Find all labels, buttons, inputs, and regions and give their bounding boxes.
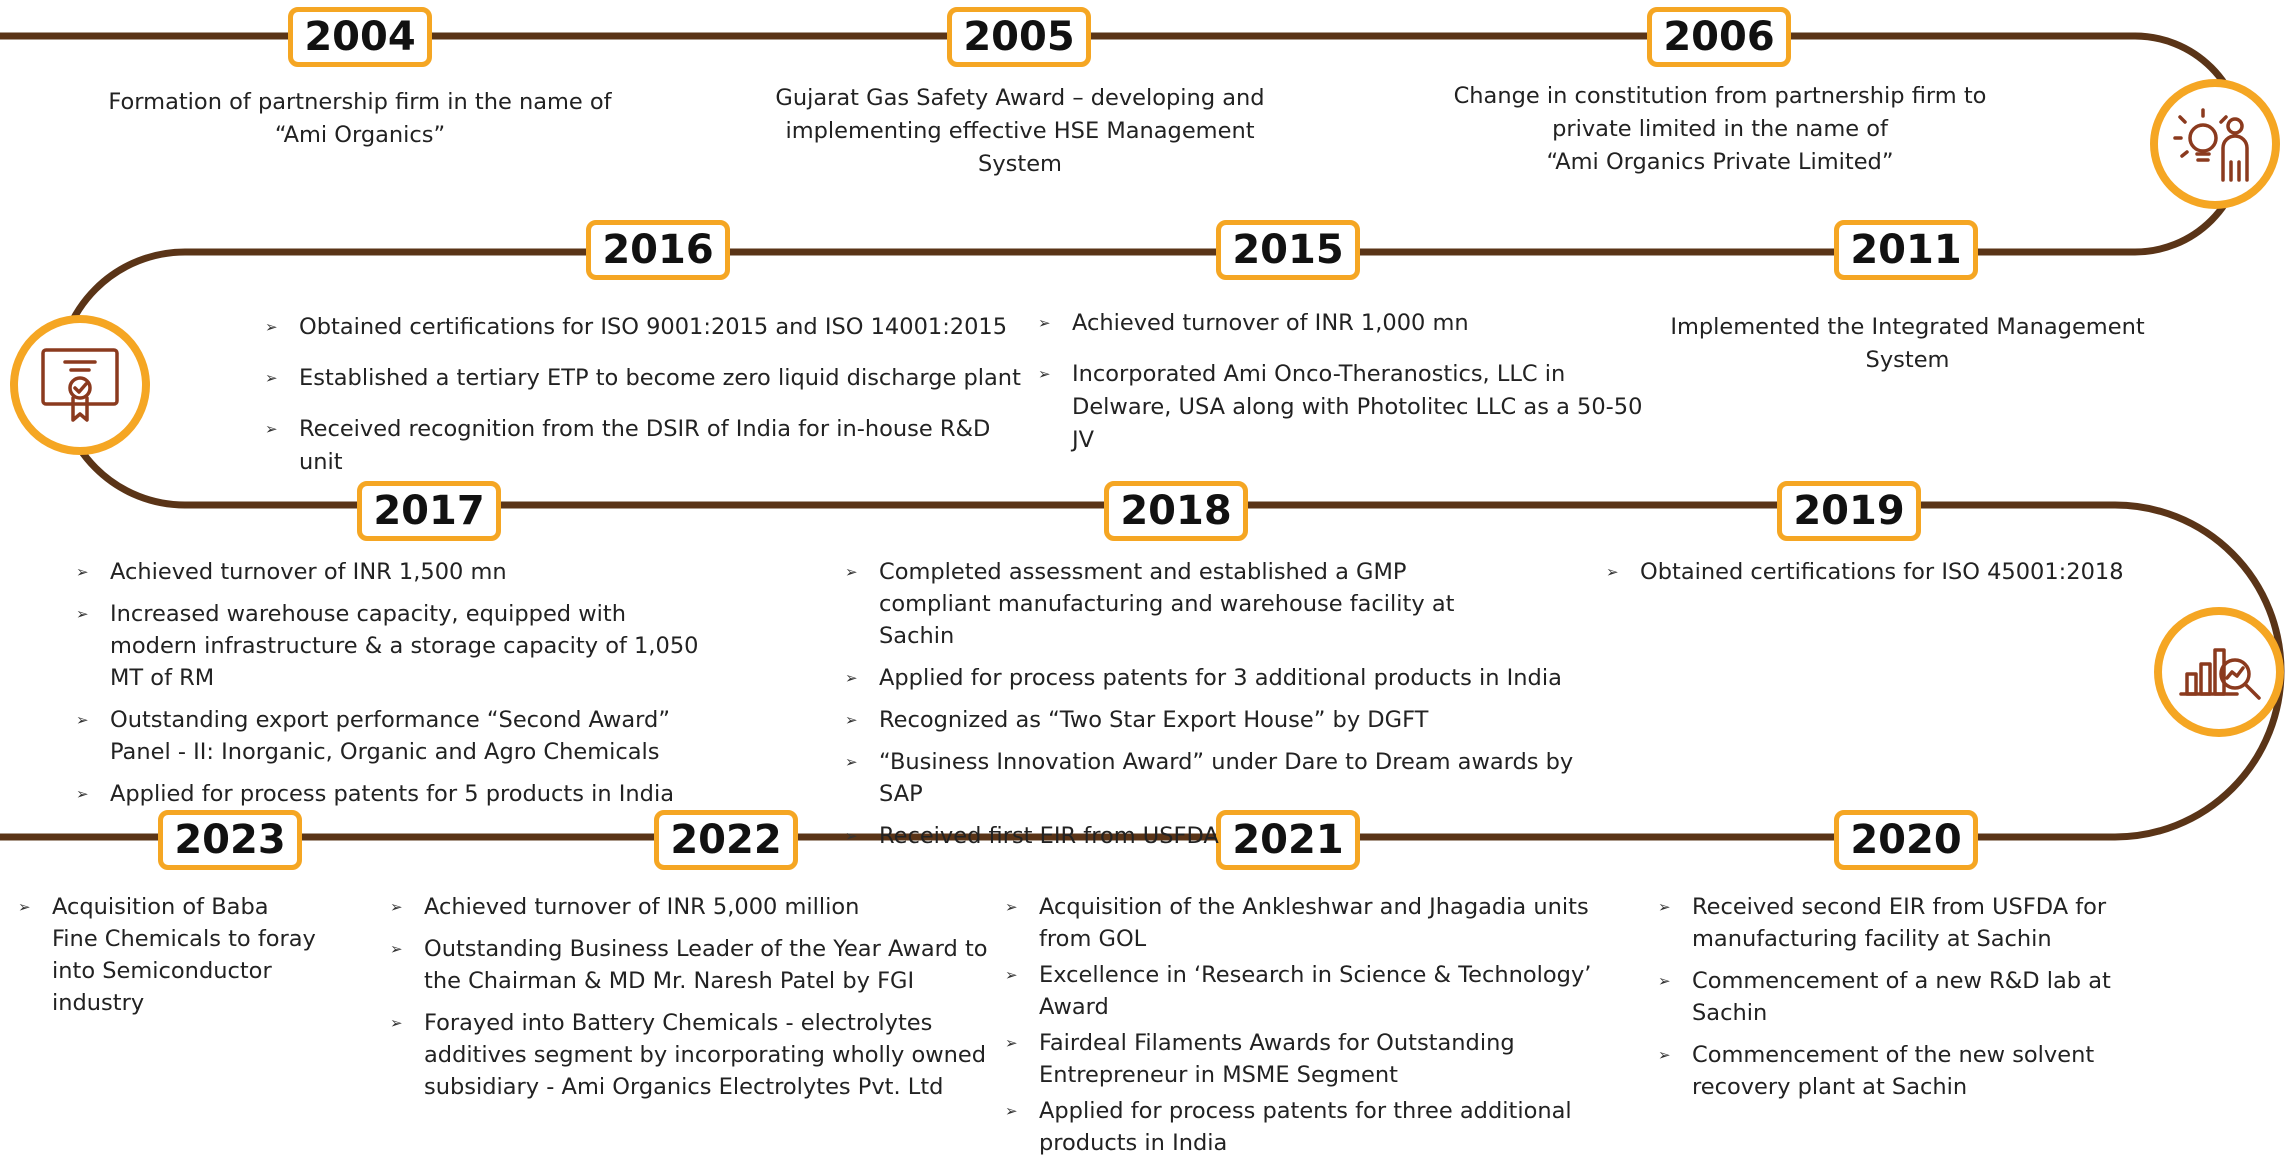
year-badge-2005: 2005 bbox=[947, 7, 1091, 67]
year-badge-2015: 2015 bbox=[1216, 220, 1360, 280]
growth-chart-icon bbox=[2179, 648, 2261, 700]
year-badge-2022: 2022 bbox=[654, 810, 798, 870]
milestone-2018-item: Completed assessment and established a G… bbox=[845, 556, 1600, 652]
milestone-2020-item: Received second EIR from USFDA for manuf… bbox=[1658, 891, 2138, 955]
milestone-2018-item: Recognized as “Two Star Export House” by… bbox=[845, 704, 1600, 736]
milestone-2016-item: Received recognition from the DSIR of In… bbox=[265, 413, 1035, 479]
year-badge-2004: 2004 bbox=[288, 7, 432, 67]
milestone-2021-item: Applied for process patents for three ad… bbox=[1005, 1095, 1645, 1159]
milestone-2016-item: Established a tertiary ETP to become zer… bbox=[265, 362, 1035, 395]
milestone-2017-item: Increased warehouse capacity, equipped w… bbox=[76, 598, 716, 694]
certificate-circle bbox=[10, 315, 150, 455]
milestone-2022-item: Achieved turnover of INR 5,000 million bbox=[390, 891, 990, 923]
idea-person-icon bbox=[2173, 108, 2249, 182]
milestone-2004-line-1: Formation of partnership firm in the nam… bbox=[108, 89, 612, 115]
milestone-2017-item: Applied for process patents for 5 produc… bbox=[76, 778, 716, 810]
milestone-2023: Acquisition of Baba Fine Chemicals to fo… bbox=[18, 891, 318, 1029]
year-badge-2011: 2011 bbox=[1834, 220, 1978, 280]
milestone-2022-item: Forayed into Battery Chemicals - electro… bbox=[390, 1007, 990, 1103]
milestone-2019: Obtained certifications for ISO 45001:20… bbox=[1606, 556, 2151, 599]
year-badge-2006: 2006 bbox=[1647, 7, 1791, 67]
milestone-2015: Achieved turnover of INR 1,000 mn Incorp… bbox=[1038, 307, 1653, 467]
milestone-2021-item: Excellence in ‘Research in Science & Tec… bbox=[1005, 959, 1645, 1023]
year-badge-2017: 2017 bbox=[357, 481, 501, 541]
milestone-2021: Acquisition of the Ankleshwar and Jhagad… bbox=[1005, 891, 1645, 1163]
milestone-2022-item: Outstanding Business Leader of the Year … bbox=[390, 933, 990, 997]
year-badge-2019: 2019 bbox=[1777, 481, 1921, 541]
milestone-2019-item: Obtained certifications for ISO 45001:20… bbox=[1606, 556, 2151, 589]
milestone-2022: Achieved turnover of INR 5,000 million O… bbox=[390, 891, 990, 1113]
milestone-2006-line-2: private limited in the name of bbox=[1552, 116, 1888, 142]
milestone-2018-item: “Business Innovation Award” under Dare t… bbox=[845, 746, 1600, 810]
milestone-2004-line-2: “Ami Organics” bbox=[274, 122, 446, 148]
milestone-2016: Obtained certifications for ISO 9001:201… bbox=[265, 311, 1035, 489]
milestone-2016-item: Obtained certifications for ISO 9001:201… bbox=[265, 311, 1035, 344]
idea-person-circle bbox=[2150, 79, 2280, 209]
milestone-2006-line-1: Change in constitution from partnership … bbox=[1453, 83, 1987, 109]
milestone-2005-line-3: System bbox=[978, 151, 1062, 177]
milestone-2018-item: Received first EIR from USFDA bbox=[845, 820, 1600, 852]
milestone-2021-item: Fairdeal Filaments Awards for Outstandin… bbox=[1005, 1027, 1645, 1091]
certificate-icon bbox=[41, 348, 119, 422]
milestone-2011: Implemented the Integrated Management Sy… bbox=[1630, 311, 2185, 377]
milestone-2020-item: Commencement of the new solvent recovery… bbox=[1658, 1039, 2138, 1103]
milestone-2018-item: Applied for process patents for 3 additi… bbox=[845, 662, 1600, 694]
milestone-2015-item: Achieved turnover of INR 1,000 mn bbox=[1038, 307, 1653, 340]
milestone-2021-item: Acquisition of the Ankleshwar and Jhagad… bbox=[1005, 891, 1645, 955]
milestone-2020: Received second EIR from USFDA for manuf… bbox=[1658, 891, 2138, 1113]
milestone-2018: Completed assessment and established a G… bbox=[845, 556, 1600, 862]
milestone-2017-item: Achieved turnover of INR 1,500 mn bbox=[76, 556, 716, 588]
milestone-2017: Achieved turnover of INR 1,500 mn Increa… bbox=[76, 556, 716, 820]
milestone-2006-line-3: “Ami Organics Private Limited” bbox=[1546, 149, 1894, 175]
year-badge-2020: 2020 bbox=[1834, 810, 1978, 870]
milestone-2011-line-2: System bbox=[1865, 347, 1950, 373]
milestone-2017-item: Outstanding export performance “Second A… bbox=[76, 704, 716, 768]
milestone-2005-line-1: Gujarat Gas Safety Award – developing an… bbox=[775, 85, 1265, 111]
year-badge-2016: 2016 bbox=[586, 220, 730, 280]
milestone-2004: Formation of partnership firm in the nam… bbox=[100, 86, 620, 152]
year-badge-2018: 2018 bbox=[1104, 481, 1248, 541]
milestone-2011-line-1: Implemented the Integrated Management bbox=[1670, 314, 2145, 340]
growth-chart-circle bbox=[2154, 607, 2284, 737]
milestone-2020-item: Commencement of a new R&D lab at Sachin bbox=[1658, 965, 2138, 1029]
milestone-2023-item: Acquisition of Baba Fine Chemicals to fo… bbox=[18, 891, 318, 1019]
milestone-2015-item: Incorporated Ami Onco-Theranostics, LLC … bbox=[1038, 358, 1653, 457]
milestone-2006: Change in constitution from partnership … bbox=[1425, 80, 2015, 179]
milestone-2005: Gujarat Gas Safety Award – developing an… bbox=[760, 82, 1280, 181]
milestone-2005-line-2: implementing effective HSE Management bbox=[785, 118, 1255, 144]
year-badge-2023: 2023 bbox=[158, 810, 302, 870]
